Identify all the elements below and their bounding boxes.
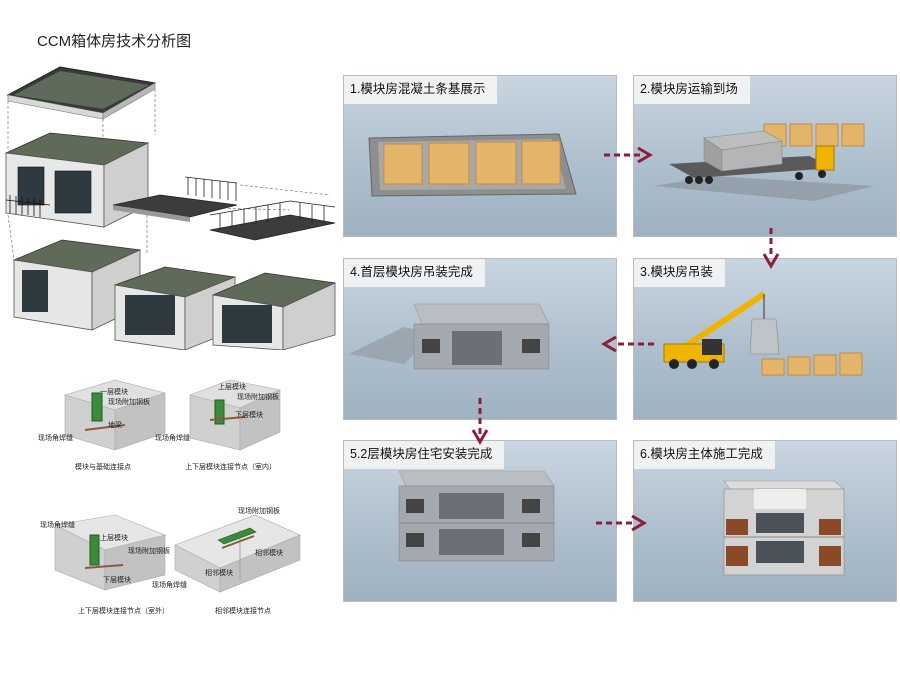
detail3-label-2: 上层模块 <box>100 535 128 542</box>
arrow-3-to-4 <box>601 335 654 353</box>
detail1-label-1: 一层模块 <box>100 389 128 396</box>
arrow-1-to-2 <box>604 146 653 164</box>
detail3-label-4: 下层模块 <box>103 577 131 584</box>
panel-6-label: 6.模块房主体施工完成 <box>634 441 775 469</box>
detail3-caption: 上下层模块连接节点（室外） <box>78 608 169 615</box>
detail2-label-4: 现场角焊缝 <box>155 435 190 442</box>
arrow-5-to-6 <box>596 514 647 532</box>
page-title: CCM箱体房技术分析图 <box>37 33 192 50</box>
detail2-caption: 上下层模块连接节点（室内） <box>185 464 276 471</box>
detail1-label-3: 地梁 <box>108 422 122 429</box>
detail2-label-2: 现场附加钢板 <box>237 394 279 401</box>
detail2-label-1: 上层模块 <box>218 384 246 391</box>
panel-4-first-floor: 4.首层模块房吊装完成 <box>343 258 617 420</box>
detail-adjacent-modules <box>174 514 301 593</box>
arrow-4-to-5 <box>471 398 489 445</box>
panel-3-label: 3.模块房吊装 <box>634 259 725 287</box>
arrow-2-to-3 <box>762 228 780 269</box>
panel-6-complete: 6.模块房主体施工完成 <box>633 440 897 602</box>
detail4-label-3: 相邻模块 <box>205 570 233 577</box>
panel-1-foundation: 1.模块房混凝土条基展示 <box>343 75 617 237</box>
detail-module-foundation <box>63 379 167 451</box>
detail3-label-1: 现场角焊缝 <box>40 522 75 529</box>
detail4-caption: 相邻模块连接节点 <box>215 608 271 615</box>
panel-1-label: 1.模块房混凝土条基展示 <box>344 76 498 104</box>
exploded-module-diagram <box>4 66 337 350</box>
detail-module-stack-outdoor <box>54 514 166 591</box>
panel-3-hoisting: 3.模块房吊装 <box>633 258 897 420</box>
detail3-label-3: 现场附加钢板 <box>128 548 170 555</box>
detail-module-stack-indoor <box>189 379 281 451</box>
panel-2-transport: 2.模块房运输到场 <box>633 75 897 237</box>
panel-2-label: 2.模块房运输到场 <box>634 76 750 104</box>
detail4-label-2: 相邻模块 <box>255 550 283 557</box>
detail1-label-4: 现场角焊缝 <box>38 435 73 442</box>
detail2-label-3: 下层模块 <box>235 412 263 419</box>
detail1-label-2: 现场附加钢板 <box>108 399 150 406</box>
panel-5-label: 5.2层模块房住宅安装完成 <box>344 441 505 469</box>
detail1-caption: 模块与基础连接点 <box>75 464 131 471</box>
detail4-label-1: 现场附加钢板 <box>238 508 280 515</box>
detail4-label-4: 现场角焊缝 <box>152 582 187 589</box>
panel-4-label: 4.首层模块房吊装完成 <box>344 259 485 287</box>
panel-5-second-floor: 5.2层模块房住宅安装完成 <box>343 440 617 602</box>
